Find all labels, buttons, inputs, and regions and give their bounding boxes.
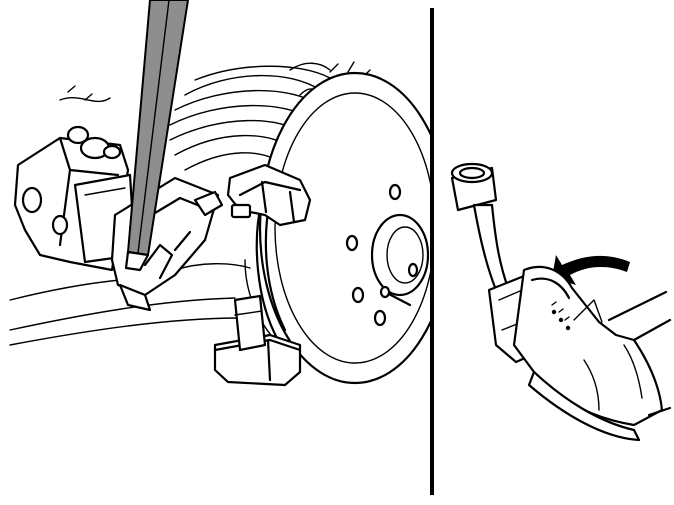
brake-pedal-drawing [450,162,672,442]
caliper-bracket-lower [213,294,302,387]
right-panel-brake-pedal [434,0,674,505]
trouser-leg [607,290,672,417]
curved-arrow-icon [552,255,630,285]
left-panel-brake-assembly [9,0,430,387]
shoe-foot [512,265,664,442]
brake-hose [59,61,371,103]
coil-spring [169,62,331,171]
brake-assembly-drawing [9,0,430,387]
pry-bar-icon [124,0,189,272]
brake-caliper-icon [13,125,137,272]
panel-divider [430,8,434,495]
caliper-bracket-upper [226,163,312,227]
